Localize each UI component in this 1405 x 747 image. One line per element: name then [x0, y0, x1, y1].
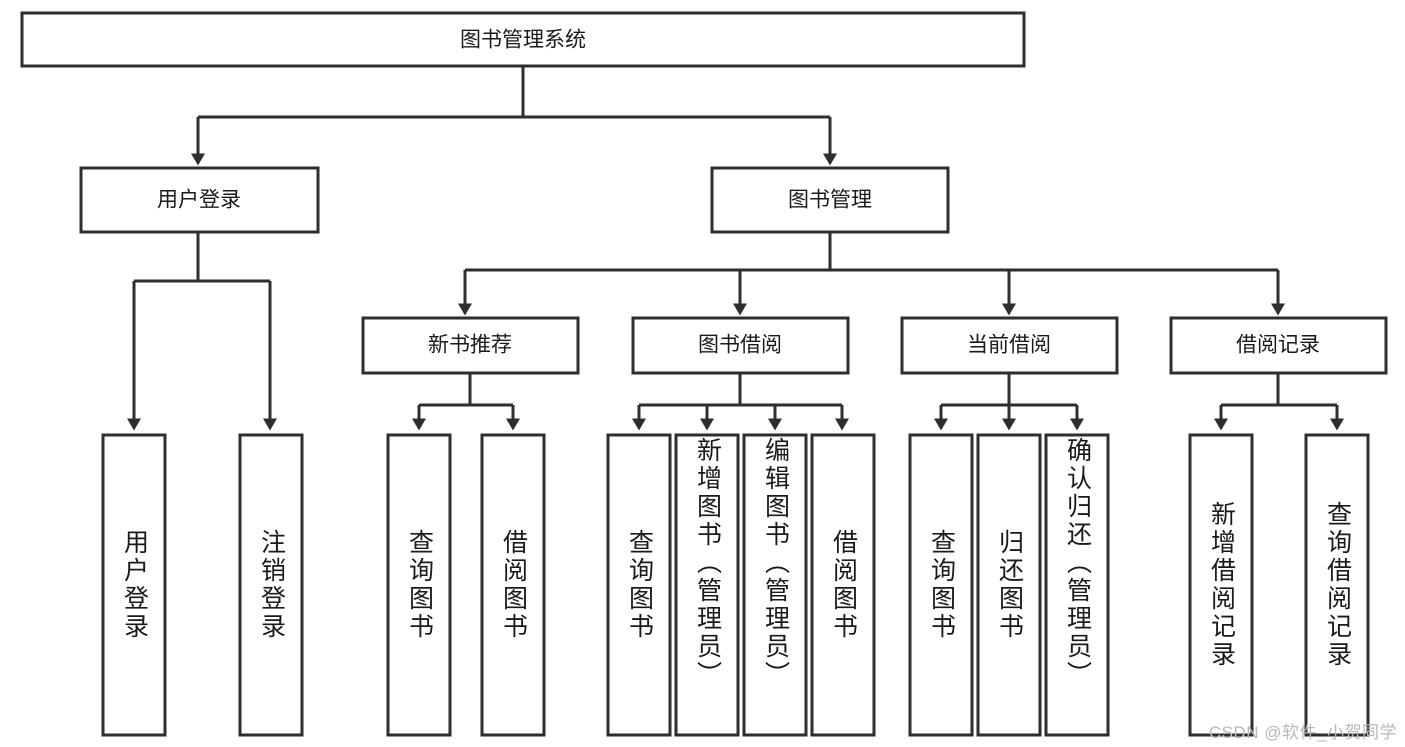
- leaf-label: 查询图书: [927, 529, 956, 641]
- node-book-management[interactable]: 图书管理: [710, 166, 950, 234]
- leaf-label: 新增图书（管理员）: [693, 437, 722, 689]
- leaf-label: 查询图书: [625, 529, 654, 641]
- leaf-box[interactable]: [386, 433, 452, 737]
- node-current-borrow-box[interactable]: [900, 316, 1119, 375]
- leaf-label: 新增借阅记录: [1207, 501, 1236, 669]
- node-new-book-recommend-label: 新书推荐: [428, 334, 512, 357]
- connector-user-login-bus: [134, 232, 270, 283]
- leaf-node[interactable]: 查询图书: [908, 433, 974, 737]
- leaf-label: 查询借阅记录: [1323, 501, 1352, 669]
- leaf-label: 借阅图书: [829, 529, 858, 641]
- leaf-box[interactable]: [908, 433, 974, 737]
- leaf-node[interactable]: 查询借阅记录: [1304, 433, 1370, 737]
- node-book-management-box[interactable]: [710, 166, 950, 234]
- node-new-book-recommend[interactable]: 新书推荐: [361, 316, 580, 375]
- leaf-label: 借阅图书: [499, 529, 528, 641]
- leaf-node[interactable]: 借阅图书: [810, 433, 876, 737]
- leaf-node[interactable]: 查询图书: [386, 433, 452, 737]
- connector-group-user-login: [127, 232, 277, 431]
- node-user-login[interactable]: 用户登录: [79, 166, 320, 234]
- node-root-label: 图书管理系统: [460, 29, 586, 52]
- node-new-book-recommend-box[interactable]: [361, 316, 580, 375]
- leaf-label: 注销登录: [257, 529, 286, 641]
- leaf-node[interactable]: 用户登录: [101, 433, 167, 737]
- node-current-borrow[interactable]: 当前借阅: [900, 316, 1119, 375]
- leaf-box[interactable]: [480, 433, 546, 737]
- leaf-node[interactable]: 归还图书: [976, 433, 1042, 737]
- node-borrow-records[interactable]: 借阅记录: [1169, 316, 1388, 375]
- connector-group-current: [934, 373, 1084, 431]
- leaf-node[interactable]: 编辑图书（管理员）: [742, 433, 808, 737]
- leaf-box[interactable]: [1304, 433, 1370, 737]
- leaf-label: 归还图书: [995, 529, 1024, 641]
- leaf-node[interactable]: 借阅图书: [480, 433, 546, 737]
- leaf-label: 编辑图书（管理员）: [761, 437, 790, 689]
- leaf-box[interactable]: [238, 433, 304, 737]
- leaf-node[interactable]: 注销登录: [238, 433, 304, 737]
- node-root[interactable]: 图书管理系统: [20, 11, 1026, 68]
- leaf-node[interactable]: 新增借阅记录: [1188, 433, 1254, 737]
- node-user-login-box[interactable]: [79, 166, 320, 234]
- leaf-node[interactable]: 新增图书（管理员）: [674, 433, 740, 737]
- node-borrow-records-label: 借阅记录: [1236, 334, 1320, 357]
- leaf-box[interactable]: [1044, 433, 1110, 737]
- node-borrow-records-box[interactable]: [1169, 316, 1388, 375]
- leaf-box[interactable]: [810, 433, 876, 737]
- node-book-management-label: 图书管理: [788, 189, 872, 212]
- leaf-box[interactable]: [742, 433, 808, 737]
- connector-group-book-mgmt: [458, 232, 1285, 316]
- connector-new-book-bus: [419, 373, 513, 407]
- connector-group-borrow: [632, 373, 849, 431]
- leaf-label: 查询图书: [405, 529, 434, 641]
- node-current-borrow-label: 当前借阅: [967, 334, 1051, 357]
- connector-group-records: [1214, 373, 1344, 431]
- connector-root-bus: [198, 66, 830, 119]
- connector-group-new-book: [412, 373, 520, 431]
- leaf-box[interactable]: [606, 433, 672, 737]
- node-user-login-label: 用户登录: [157, 189, 241, 212]
- leaf-node[interactable]: 确认归还（管理员）: [1044, 433, 1110, 737]
- connector-group-root: [191, 66, 837, 166]
- watermark: CSDN @软件_小贺同学: [1208, 723, 1397, 742]
- leaf-box[interactable]: [674, 433, 740, 737]
- connector-borrow-bus: [639, 373, 842, 407]
- node-book-borrow[interactable]: 图书借阅: [631, 316, 850, 375]
- connector-current-bus: [941, 373, 1077, 407]
- leaf-box[interactable]: [1188, 433, 1254, 737]
- node-book-borrow-label: 图书借阅: [698, 334, 782, 357]
- leaf-label: 用户登录: [120, 529, 149, 641]
- leaf-box[interactable]: [101, 433, 167, 737]
- node-root-box[interactable]: [20, 11, 1026, 68]
- node-book-borrow-box[interactable]: [631, 316, 850, 375]
- leaf-label: 确认归还（管理员）: [1063, 437, 1092, 689]
- leaf-node[interactable]: 查询图书: [606, 433, 672, 737]
- leaf-box[interactable]: [976, 433, 1042, 737]
- connector-records-bus: [1221, 373, 1337, 407]
- connector-book-mgmt-bus: [465, 232, 1278, 272]
